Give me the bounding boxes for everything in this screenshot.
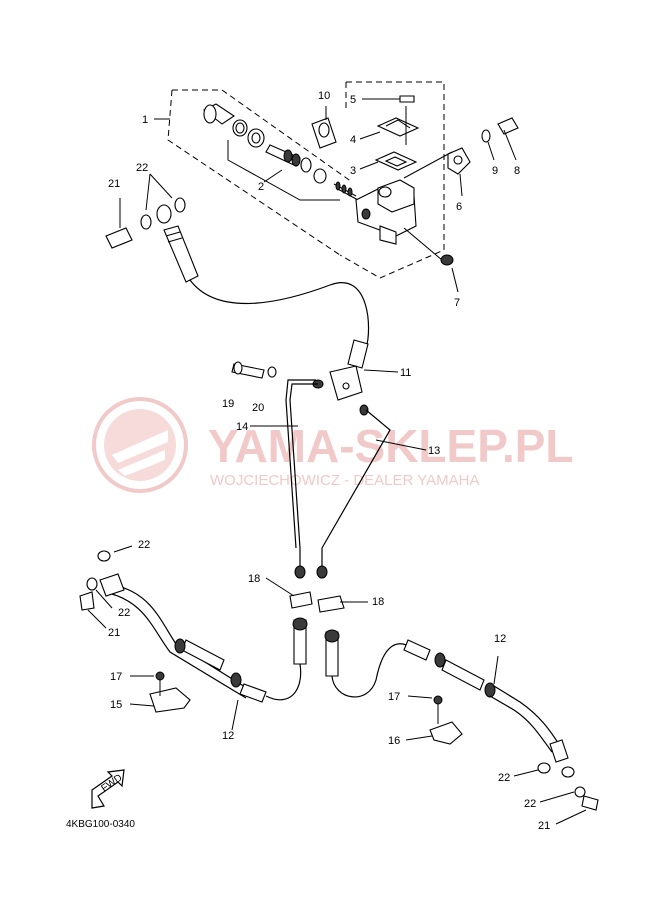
brake-hose-upper: [189, 279, 370, 349]
callout-labels: 1 2 3 4 5 6 7 8 9 10 11 12 12 13 14 15 1…: [108, 90, 550, 832]
joint-right: [316, 565, 340, 677]
brake-hose-lower-right: [331, 639, 599, 825]
callout-18-left: 18: [248, 573, 260, 585]
yama-logo-icon: [92, 397, 188, 493]
leader-lines: [154, 118, 283, 183]
clamp-part-18a: [265, 577, 313, 609]
callout-10: 10: [318, 90, 330, 102]
callout-7: 7: [454, 297, 460, 309]
bracket-part-15: [129, 671, 191, 713]
upper-banjo-fitting: [105, 173, 199, 283]
bolt-part-8: [497, 117, 519, 161]
junction-part-11: [312, 339, 399, 416]
callout-5: 5: [350, 94, 356, 106]
callout-1: 1: [142, 114, 148, 126]
callout-17-right: 17: [388, 691, 400, 703]
brake-pipe-14: [289, 383, 318, 570]
callout-3: 3: [350, 165, 356, 177]
callout-8: 8: [514, 165, 520, 177]
callout-6: 6: [456, 201, 462, 213]
callout-12-right: 12: [494, 633, 506, 645]
callout-16: 16: [388, 735, 400, 747]
assembly-boundary: [167, 81, 445, 279]
callout-9: 9: [492, 165, 498, 177]
callout-21-top: 21: [108, 178, 120, 190]
washer-part-9: [481, 129, 495, 161]
callout-14: 14: [236, 421, 248, 433]
clamp-part-18b: [317, 595, 368, 613]
callout-21-left: 21: [108, 627, 120, 639]
callout-22-right-upper: 22: [498, 772, 510, 784]
callout-22-left-lower: 22: [118, 607, 130, 619]
callout-22-right-lower: 22: [524, 798, 536, 810]
bracket-part-6: [403, 147, 471, 197]
master-cylinder-body: [355, 179, 443, 261]
callout-2: 2: [258, 181, 264, 193]
callout-21-right: 21: [538, 820, 550, 832]
bracket-part-16: [405, 695, 463, 745]
reservoir-cap: [359, 95, 420, 171]
bolt-part-19: [231, 361, 265, 379]
piston-kit: [202, 103, 359, 201]
joint-left: [292, 565, 308, 665]
callout-11: 11: [400, 367, 411, 379]
callout-18-right: 18: [372, 596, 384, 608]
watermark-tagline: WOJCIECHOWICZ - DEALER YAMAHA: [210, 472, 479, 489]
callout-22-left-upper: 22: [138, 539, 150, 551]
callout-19: 19: [222, 398, 234, 410]
forward-arrow-icon: FWD: [91, 769, 125, 809]
watermark-brand: YAMA-SKLEP.PL: [208, 420, 574, 472]
callout-20: 20: [252, 402, 264, 414]
callout-12-left: 12: [222, 730, 234, 742]
brake-hose-lower-left: [79, 545, 302, 731]
callout-15: 15: [110, 699, 122, 711]
boot-part-10: [311, 106, 337, 149]
callout-4: 4: [350, 134, 356, 146]
watermark: YAMA-SKLEP.PL WOJCIECHOWICZ - DEALER YAM…: [92, 397, 574, 493]
callout-22-top: 22: [136, 162, 148, 174]
screw-part-7: [440, 254, 459, 293]
brake-pipe-13: [321, 409, 391, 570]
washer-part-20: [267, 366, 277, 378]
diagram-code: 4KBG100-0340: [66, 819, 135, 830]
brake-pipe-14-inner: [285, 379, 316, 549]
callout-17-left: 17: [110, 671, 122, 683]
callout-13: 13: [428, 445, 440, 457]
